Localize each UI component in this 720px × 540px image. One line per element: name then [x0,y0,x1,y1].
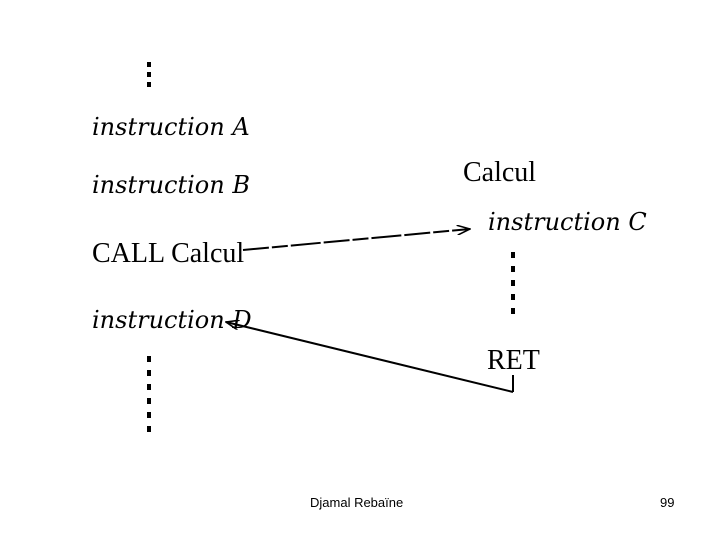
call-arrow [242,229,470,251]
return-arrow [226,322,514,393]
subroutine-ellipsis [511,252,515,314]
instruction-c-label: instruction C [488,208,647,236]
ret-label: RET [487,345,540,376]
subroutine-name-label: Calcul [463,157,536,188]
call-calcul-label: CALL Calcul [92,238,244,269]
instruction-a-label: instruction A [92,113,250,141]
instruction-d-label: instruction D [92,306,252,334]
instruction-b-label: instruction B [92,171,250,199]
footer-page-number: 99 [660,495,675,510]
caller-bottom-ellipsis [147,356,151,432]
footer-author: Djamal Rebaïne [310,495,404,510]
caller-top-ellipsis [147,62,151,87]
